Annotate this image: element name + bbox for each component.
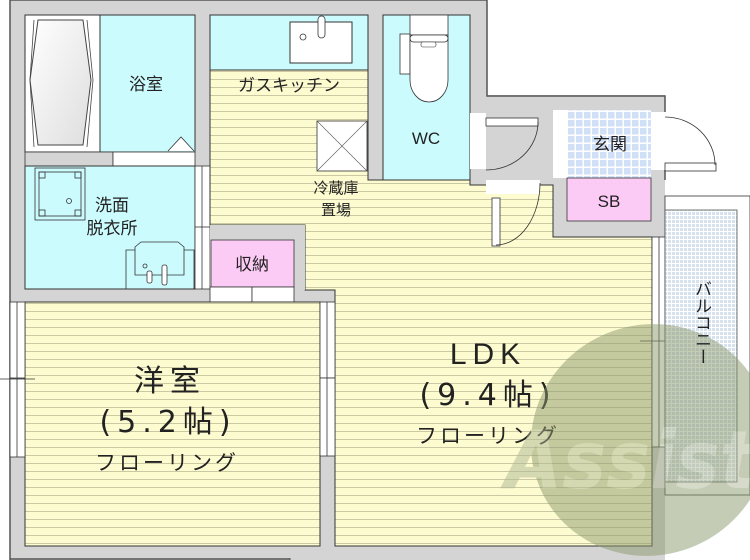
washroom: 洗面 脱衣所 [24, 165, 196, 290]
wc-label: WC [412, 129, 440, 148]
entrance: 玄関 [553, 110, 651, 178]
bathroom-label: 浴室 [129, 75, 163, 95]
washing-machine-icon [34, 167, 86, 221]
wc: WC [382, 14, 471, 181]
fridge-space-icon [316, 120, 368, 172]
sliding-partition[interactable] [319, 301, 336, 457]
front-door[interactable] [651, 112, 717, 172]
sliding-door-washroom[interactable] [194, 165, 211, 290]
washroom-label-line1: 洗面 [95, 196, 129, 216]
shoe-box: SB [566, 177, 652, 222]
storage-label: 収納 [235, 255, 269, 275]
vanity-sink-icon [125, 241, 195, 289]
gas-kitchen-label: ガスキッチン [238, 76, 340, 96]
bathtub-icon [29, 19, 92, 146]
watermark: Assist [499, 324, 750, 556]
toilet-icon [399, 14, 449, 103]
balcony-label: バルコニー [691, 280, 711, 365]
ldk-size: (9.4帖) [419, 378, 556, 413]
watermark-text: Assist [499, 414, 750, 507]
western-room-name: 洋室 [134, 364, 206, 399]
western-room-flooring: フローリング [95, 451, 239, 475]
western-room-size: (5.2帖) [99, 405, 236, 440]
bathroom: 浴室 [24, 14, 196, 167]
wc-door[interactable] [470, 113, 539, 171]
fridge-space-label-line1: 冷蔵庫 [313, 179, 358, 197]
ldk-name: LDK [450, 338, 526, 371]
fridge-space-label-line2: 置場 [321, 201, 351, 219]
window-west[interactable] [0, 301, 35, 458]
storage: 収納 [210, 225, 305, 290]
washroom-label-line2: 脱衣所 [87, 219, 138, 239]
shoe-box-label: SB [598, 192, 621, 211]
western-room: 洋室 (5.2帖) フローリング [24, 301, 321, 547]
kitchen-sink-icon [289, 15, 353, 64]
entrance-label: 玄関 [593, 135, 627, 155]
ldk-door[interactable] [486, 180, 541, 247]
